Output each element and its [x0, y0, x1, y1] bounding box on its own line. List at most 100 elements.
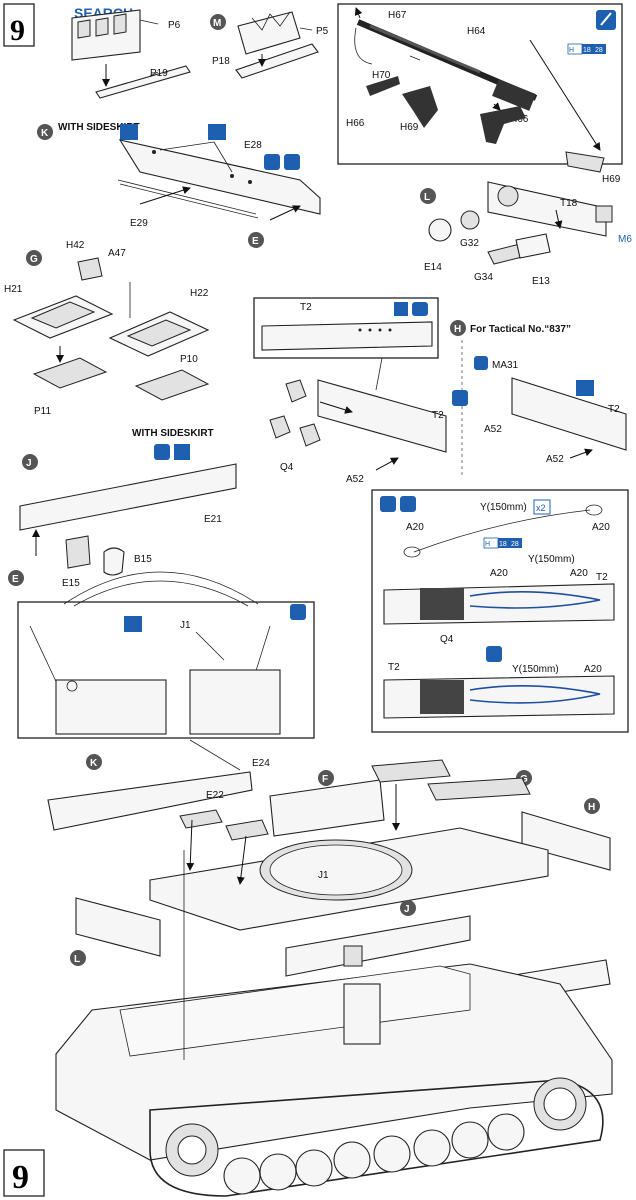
- label-a52-c: A52: [546, 454, 564, 465]
- label-cable-spec-c: Y(150mm): [512, 664, 559, 675]
- label-q4-b: Q4: [440, 634, 454, 645]
- label-h64: H64: [467, 26, 486, 37]
- track: [149, 1077, 604, 1197]
- callout-g: [26, 250, 42, 266]
- callout-e-k: [248, 232, 264, 248]
- paint-icon-h: [576, 380, 594, 396]
- cement-icon-j1: [290, 604, 306, 620]
- label-t2-b: T2: [432, 410, 444, 421]
- callout-e-k-text: E: [252, 236, 259, 247]
- label-h70: H70: [372, 70, 391, 81]
- j1-inset: J1: [17, 571, 315, 771]
- main-assembly: K F E24 E22 G H J1 L J M: [47, 754, 613, 1197]
- label-t2-d: T2: [596, 572, 608, 583]
- paint-icon-j1: [124, 616, 142, 632]
- callout-j-text: J: [26, 458, 32, 469]
- label-q4-a: Q4: [280, 462, 294, 473]
- callout-g-main-text: G: [520, 774, 528, 785]
- paint-h-c: H: [485, 541, 490, 548]
- callout-g-text: G: [30, 254, 38, 265]
- callout-h-text: H: [454, 324, 461, 335]
- callout-h-main-text: H: [588, 802, 595, 813]
- group-p6-p19: P6 P19: [71, 9, 191, 99]
- callout-l-main: [70, 950, 86, 966]
- glue-icon-j: [174, 444, 190, 460]
- label-p11: P11: [34, 406, 51, 417]
- label-with-sideskirt-j: WITH SIDESKIRT: [132, 428, 214, 439]
- label-t2-a: T2: [300, 302, 312, 313]
- paint-28: 28: [595, 47, 603, 54]
- label-m6: M6: [618, 234, 632, 245]
- step-box-bottom-group: 9: [3, 1149, 45, 1197]
- cement-icon-h: [452, 390, 468, 406]
- label-h69-a: H69: [400, 122, 419, 133]
- label-a20-c: A20: [490, 568, 508, 579]
- group-m: M P5 P18: [210, 11, 329, 79]
- callout-l: [420, 188, 436, 204]
- label-h69-b: H69: [602, 174, 621, 185]
- callout-f-text: F: [322, 774, 328, 785]
- label-a20-e: A20: [584, 664, 602, 675]
- group-t2-rear: T2 Q4 A52: [269, 379, 447, 485]
- label-j1-b: J1: [318, 870, 329, 881]
- label-a20-d: A20: [570, 568, 588, 579]
- label-t2-c: T2: [608, 404, 620, 415]
- label-a52-a: A52: [346, 474, 364, 485]
- group-j: WITH SIDESKIRT J E21 E15 B15 E: [8, 428, 237, 589]
- callout-m: [210, 14, 226, 30]
- label-a20-b: A20: [592, 522, 610, 533]
- gun-inset: H 18 28 H67 H64 H70 H66 H69 H66: [337, 3, 623, 165]
- cement-icon-c2: [400, 496, 416, 512]
- label-p10: P10: [180, 354, 198, 365]
- callout-j: [22, 454, 38, 470]
- label-p19: P19: [150, 68, 168, 79]
- paint-18-c: 18: [499, 541, 507, 548]
- callout-k-main-text: K: [90, 758, 98, 769]
- label-e21: E21: [204, 514, 222, 525]
- callout-l-main-text: L: [74, 954, 80, 965]
- label-p5: P5: [316, 26, 329, 37]
- callout-k-text: K: [41, 128, 49, 139]
- callout-h: [450, 320, 466, 336]
- paint-18: 18: [583, 47, 591, 54]
- label-h66-a: H66: [346, 118, 365, 129]
- paint-28-c: 28: [511, 541, 519, 548]
- step-number-top: 9: [10, 14, 25, 47]
- label-ma31: MA31: [492, 360, 519, 371]
- label-g34: G34: [474, 272, 493, 283]
- cement-icon-c3: [486, 646, 502, 662]
- paint-drop-icon: [474, 356, 488, 370]
- label-p6: P6: [168, 20, 181, 31]
- callout-k: [37, 124, 53, 140]
- label-cable-spec-a: Y(150mm): [480, 502, 527, 513]
- label-h67: H67: [388, 10, 407, 21]
- header: 9 SEARCH: [3, 3, 133, 47]
- label-e13: E13: [532, 276, 550, 287]
- label-j1-a: J1: [180, 620, 191, 631]
- paint-icon-k: [208, 124, 226, 140]
- label-h42: H42: [66, 240, 85, 251]
- label-tactical: For Tactical No.“837”: [470, 324, 571, 335]
- cement-icon-k2: [284, 154, 300, 170]
- callout-f: [318, 770, 334, 786]
- callout-m-text: M: [213, 18, 221, 29]
- cable-inset: Y(150mm) x2 A20 A20 H 18 28 A20 Y(150mm)…: [371, 489, 629, 733]
- label-h22: H22: [190, 288, 209, 299]
- label-e29: E29: [130, 218, 148, 229]
- group-l: L H69 M6 T18 G32 E14 G34 E13: [420, 151, 632, 287]
- group-g: G H42 A47 H21 H22 P11 P10: [4, 240, 210, 417]
- label-g32: G32: [460, 238, 479, 249]
- label-a20-a: A20: [406, 522, 424, 533]
- callout-j-main-text: J: [404, 904, 410, 915]
- callout-l-text: L: [424, 192, 430, 203]
- label-t18: T18: [560, 198, 578, 209]
- paint-h: H: [569, 47, 574, 54]
- label-e14: E14: [424, 262, 442, 273]
- callout-k-main: [86, 754, 102, 770]
- label-h21: H21: [4, 284, 23, 295]
- label-b15: B15: [134, 554, 152, 565]
- label-p18: P18: [212, 56, 230, 67]
- label-a52-b: A52: [484, 424, 502, 435]
- t2-inset: T2: [253, 297, 439, 391]
